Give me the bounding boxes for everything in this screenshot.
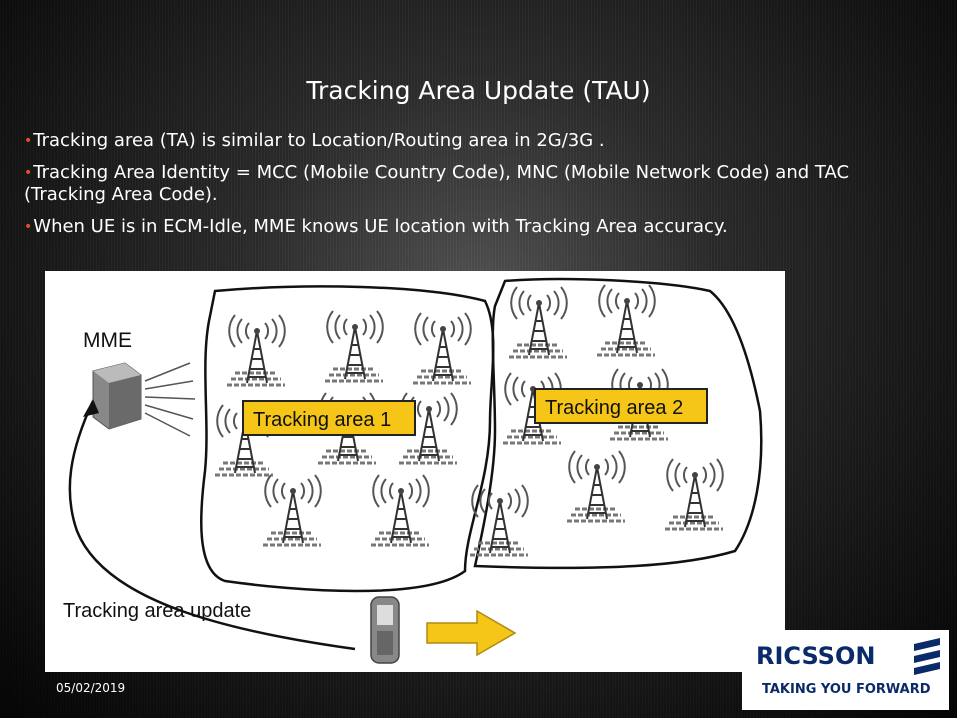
bullet-dot-icon: •	[24, 219, 32, 235]
tracking-area-2-label: Tracking area 2	[545, 397, 683, 419]
mme-server-icon	[93, 363, 195, 436]
tracking-area-1-label: Tracking area 1	[253, 409, 391, 431]
cell-tower-icon	[597, 285, 655, 355]
cell-tower-icon	[263, 475, 321, 545]
logo-tagline: TAKING YOU FORWARD	[762, 682, 931, 697]
ericsson-stripes-icon	[910, 636, 944, 676]
slide-title: Tracking Area Update (TAU)	[0, 76, 957, 105]
ericsson-logo: RICSSON TAKING YOU FORWARD	[742, 630, 949, 710]
logo-name: RICSSON	[756, 642, 875, 670]
cell-tower-icon	[227, 315, 285, 385]
mme-label: MME	[83, 329, 132, 352]
bullet-dot-icon: •	[24, 165, 32, 181]
bullet-item: •Tracking area (TA) is similar to Locati…	[24, 130, 934, 152]
movement-arrow-icon	[427, 611, 515, 655]
cell-tower-icon	[567, 451, 625, 521]
bullet-text: Tracking Area Identity = MCC (Mobile Cou…	[24, 162, 849, 205]
cell-tower-icon	[325, 311, 383, 381]
slide-date: 05/02/2019	[56, 681, 125, 695]
cell-tower-icon	[371, 475, 429, 545]
tracking-area-diagram: MME Tracking area 1 Tracking area 2 Trac…	[45, 271, 785, 672]
bullet-dot-icon: •	[24, 133, 32, 149]
bullet-list: •Tracking area (TA) is similar to Locati…	[24, 130, 934, 248]
cell-tower-icon	[413, 313, 471, 383]
cell-tower-icon	[665, 459, 723, 529]
bullet-item: •Tracking Area Identity = MCC (Mobile Co…	[24, 162, 934, 206]
tracking-area-figure: MME Tracking area 1 Tracking area 2 Trac…	[45, 271, 785, 672]
cell-tower-icon	[509, 287, 567, 357]
tracking-area-update-label: Tracking area update	[63, 600, 251, 622]
bullet-text: Tracking area (TA) is similar to Locatio…	[33, 130, 604, 151]
mobile-phone-icon	[371, 597, 399, 663]
bullet-item: •When UE is in ECM-Idle, MME knows UE lo…	[24, 216, 934, 238]
bullet-text: When UE is in ECM-Idle, MME knows UE loc…	[33, 216, 727, 237]
